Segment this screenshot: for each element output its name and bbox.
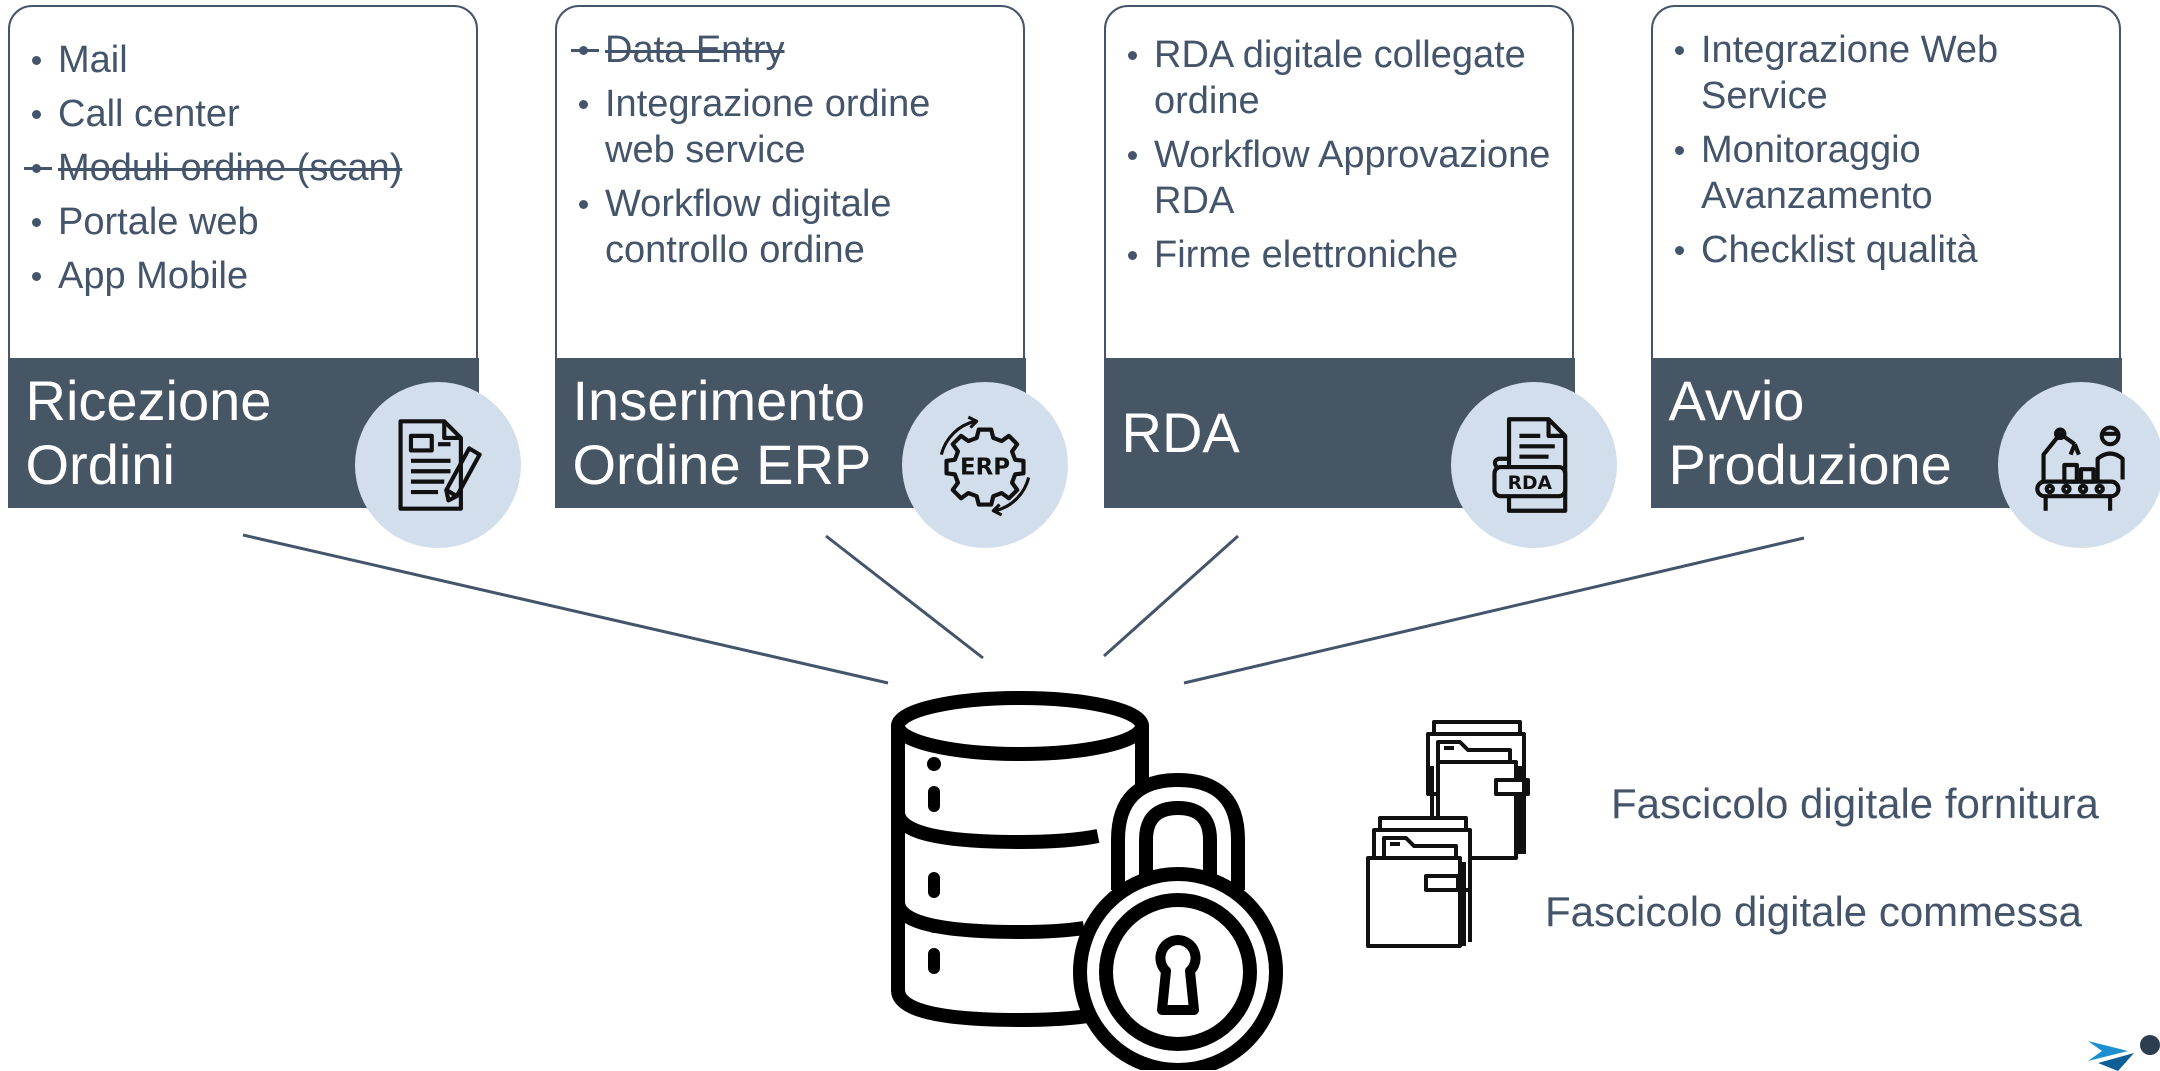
card-items: RDA digitale collegate ordine Workflow A… xyxy=(1124,32,1556,286)
list-item: Workflow Approvazione RDA xyxy=(1124,132,1556,224)
card-banner: RDA RDA xyxy=(1103,357,1617,548)
erp-icon-text: ERP xyxy=(959,454,1009,480)
badge xyxy=(1997,381,2160,548)
erp-gear-icon: ERP xyxy=(939,415,1030,516)
list-item: Integrazione Web Service xyxy=(1671,27,2103,119)
card-banner: Avvio Produzione xyxy=(1650,357,2160,548)
badge: RDA xyxy=(1450,381,1617,548)
rda-icon-text: RDA xyxy=(1507,472,1552,493)
document-pen-icon xyxy=(397,418,482,511)
corner-logo-icon xyxy=(2088,1035,2160,1071)
card-banner: Inserimento Ordine ERP ERP xyxy=(554,357,1068,548)
list-item: Checklist qualità xyxy=(1671,227,2103,273)
list-item: App Mobile xyxy=(28,253,460,299)
card-title: RDA xyxy=(1121,400,1240,464)
rda-document-icon: RDA xyxy=(1491,416,1567,513)
card-inserimento-ordine-erp: Data Entry Integrazione ordine web servi… xyxy=(554,5,1068,548)
card-banner: Ricezione Ordini xyxy=(7,357,521,548)
folders-icon xyxy=(1366,720,1530,948)
card-items: Mail Call center Moduli ordine (scan) Po… xyxy=(24,37,460,307)
card-rda: RDA digitale collegate ordine Workflow A… xyxy=(1103,5,1617,548)
badge: ERP xyxy=(901,381,1068,548)
label-fascicolo-commessa: Fascicolo digitale commessa xyxy=(1545,888,2082,935)
database-lock-icon xyxy=(891,691,1283,1070)
badge xyxy=(354,381,521,548)
factory-conveyor-icon xyxy=(2034,424,2125,511)
list-item: Portale web xyxy=(28,199,460,245)
list-item: Monitoraggio Avanzamento xyxy=(1671,127,2103,219)
card-items: Integrazione Web Service Monitoraggio Av… xyxy=(1671,27,2103,281)
list-item-struck: Data Entry xyxy=(571,27,1007,73)
list-item: Workflow digitale controllo ordine xyxy=(575,181,1007,273)
list-item: Integrazione ordine web service xyxy=(575,81,1007,173)
card-title: Avvio Produzione xyxy=(1668,368,1952,496)
list-item: Firme elettroniche xyxy=(1124,232,1556,278)
list-item-struck: Moduli ordine (scan) xyxy=(24,145,460,191)
card-title: Inserimento Ordine ERP xyxy=(572,368,872,496)
card-avvio-produzione: Integrazione Web Service Monitoraggio Av… xyxy=(1650,5,2160,548)
card-title: Ricezione Ordini xyxy=(25,368,272,496)
card-ricezione-ordini: Mail Call center Moduli ordine (scan) Po… xyxy=(7,5,521,548)
list-item: RDA digitale collegate ordine xyxy=(1124,32,1556,124)
list-item: Mail xyxy=(28,37,460,83)
list-item: Call center xyxy=(28,91,460,137)
card-items: Data Entry Integrazione ordine web servi… xyxy=(571,27,1007,281)
label-fascicolo-fornitura: Fascicolo digitale fornitura xyxy=(1611,780,2099,827)
